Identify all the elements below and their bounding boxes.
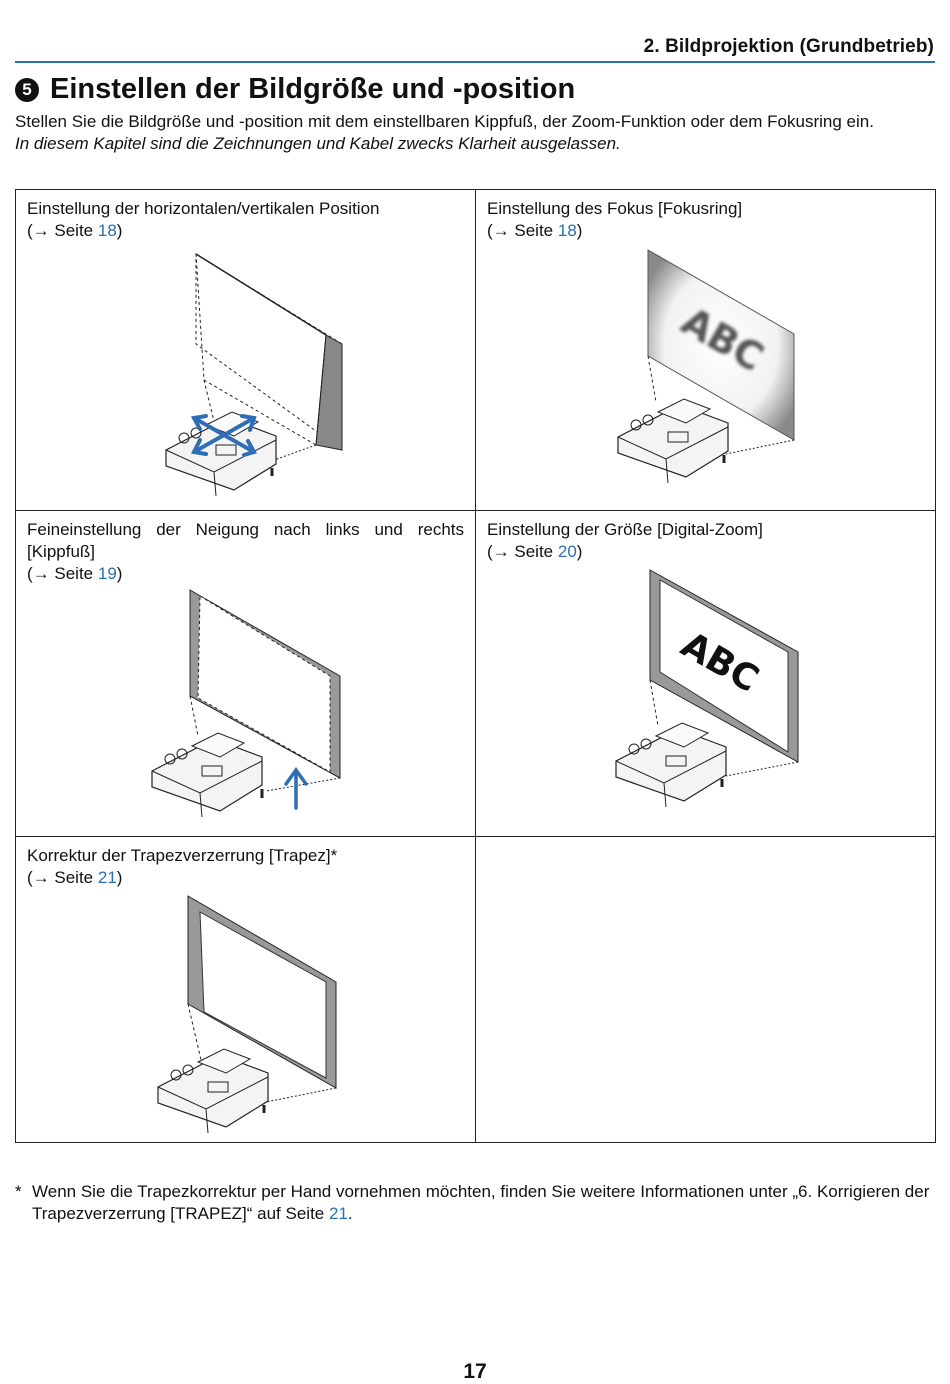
page-link[interactable]: 20	[557, 542, 577, 561]
keystone-illustration	[157, 895, 337, 1134]
cell-label: Korrektur der Trapezverzerrung [Trapez]*	[27, 846, 338, 865]
section-title: 5 Einstellen der Bildgröße und -position	[15, 73, 575, 106]
section-number-badge: 5	[15, 77, 39, 102]
cell-label: Einstellung der Größe [Digital-Zoom]	[487, 520, 763, 539]
projector-icon	[151, 732, 264, 818]
projector-icon	[157, 1048, 269, 1134]
footnote-marker: *	[15, 1182, 22, 1201]
tilt-illustration	[151, 589, 341, 818]
cell-digital-zoom: Einstellung der Größe [Digital-Zoom] (→ …	[475, 510, 936, 837]
focus-illustration: ABC	[617, 249, 795, 484]
section-title-text: Einstellen der Bildgröße und -position	[50, 73, 576, 105]
footnote-text: Wenn Sie die Trapezkorrektur per Hand vo…	[32, 1182, 930, 1223]
cell-empty	[475, 836, 936, 1143]
adjustment-table: Einstellung der horizontalen/vertikalen …	[15, 189, 936, 1143]
intro-text: Stellen Sie die Bildgröße und -position …	[15, 112, 874, 131]
page-link[interactable]: 21	[97, 868, 117, 887]
position-illustration	[165, 253, 343, 497]
projector-icon	[615, 722, 727, 808]
cell-label: Einstellung des Fokus [Fokusring]	[487, 199, 743, 218]
running-header: 2. Bildprojektion (Grundbetrieb)	[643, 36, 934, 57]
page-link[interactable]: 19	[97, 564, 117, 583]
cell-focus: Einstellung des Fokus [Fokusring] (→ Sei…	[475, 189, 936, 511]
page-link[interactable]: 18	[97, 221, 117, 240]
cell-keystone: Korrektur der Trapezverzerrung [Trapez]*…	[15, 836, 476, 1143]
up-arrow-icon	[284, 766, 308, 810]
page-reference: (→ Seite 19)	[27, 564, 123, 583]
page-reference: (→ Seite 20)	[487, 542, 583, 561]
page-number: 17	[463, 1360, 487, 1383]
move-arrows-icon	[190, 414, 257, 457]
page-link[interactable]: 21	[328, 1204, 348, 1223]
projector-icon	[617, 398, 729, 484]
header-rule	[15, 61, 935, 63]
zoom-illustration: ABC	[615, 569, 799, 808]
page-reference: (→ Seite 18)	[27, 221, 123, 240]
intro-note: In diesem Kapitel sind die Zeichnungen u…	[15, 134, 621, 153]
cell-label: Einstellung der horizontalen/vertikalen …	[27, 199, 380, 218]
cell-tilt: Feineinstellung der Neigung nach links u…	[15, 510, 476, 837]
page-reference: (→ Seite 21)	[27, 868, 123, 887]
cell-position: Einstellung der horizontalen/vertikalen …	[15, 189, 476, 511]
cell-label: Feineinstellung der Neigung nach links u…	[27, 520, 464, 561]
page-reference: (→ Seite 18)	[487, 221, 583, 240]
projector-icon	[165, 411, 277, 497]
footnote: * Wenn Sie die Trapezkorrektur per Hand …	[15, 1181, 940, 1225]
page-link[interactable]: 18	[557, 221, 577, 240]
intro-block: Stellen Sie die Bildgröße und -position …	[15, 111, 940, 155]
